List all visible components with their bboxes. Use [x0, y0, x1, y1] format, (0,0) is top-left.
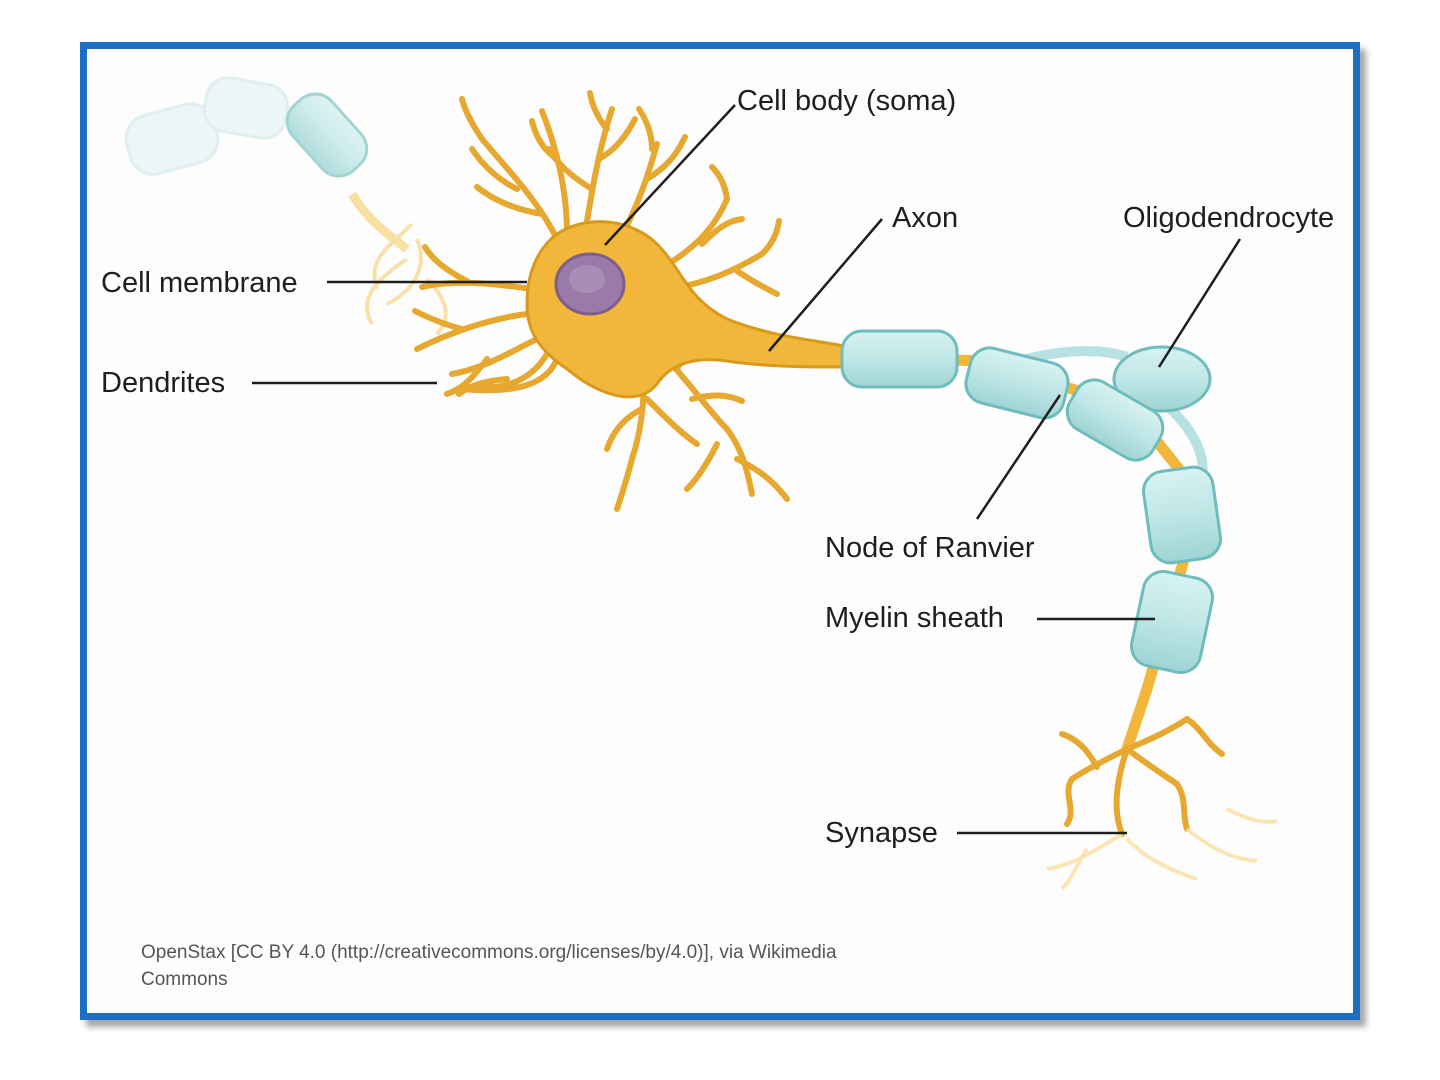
- label-cell-membrane: Cell membrane: [101, 267, 298, 299]
- label-myelin-sheath: Myelin sheath: [825, 602, 1004, 634]
- diagram-frame: Cell body (soma) Axon Oligodendrocyte Ce…: [80, 42, 1360, 1020]
- background-neuron: [124, 76, 290, 176]
- label-dendrites: Dendrites: [101, 367, 226, 399]
- image-credit: OpenStax [CC BY 4.0 (http://creativecomm…: [141, 939, 941, 993]
- label-cell-body: Cell body (soma): [737, 85, 957, 117]
- faded-synapse-branches: [1046, 807, 1278, 891]
- label-oligodendrocyte: Oligodendrocyte: [1123, 202, 1335, 234]
- dendrites: [412, 90, 790, 512]
- synapse-terminals: [1059, 716, 1225, 837]
- background-axon-segment: [285, 92, 410, 253]
- neuron-diagram: [124, 76, 1278, 891]
- leader-lines: [252, 104, 1242, 835]
- label-synapse: Synapse: [825, 817, 938, 849]
- nucleus-highlight: [569, 265, 605, 293]
- myelin-sheaths: [840, 329, 1222, 675]
- label-node-of-ranvier: Node of Ranvier: [825, 532, 1035, 564]
- credit-line-1: OpenStax [CC BY 4.0 (http://creativecomm…: [141, 942, 837, 963]
- credit-line-2: Commons: [141, 969, 228, 990]
- label-axon: Axon: [892, 202, 959, 234]
